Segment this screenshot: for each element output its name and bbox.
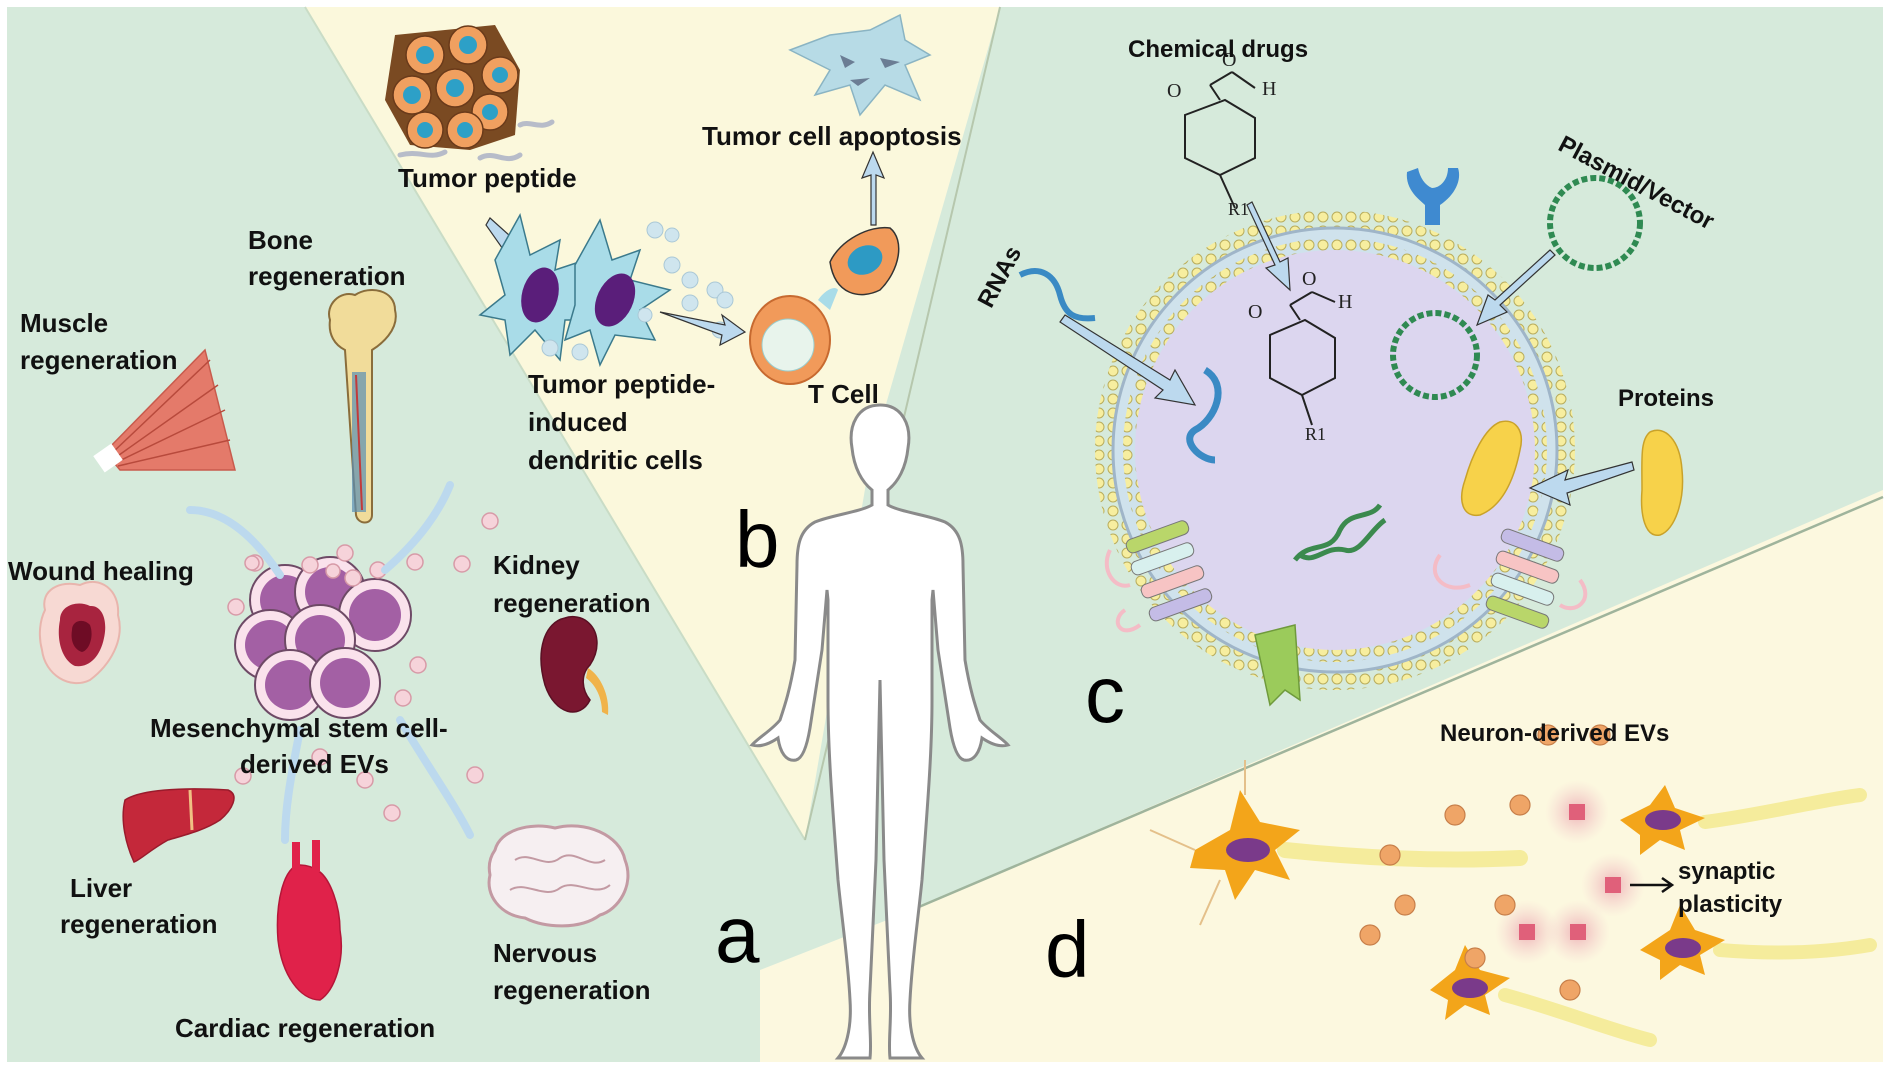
dc-vesicles (541, 221, 734, 361)
human-silhouette (749, 403, 1011, 1060)
chem-o-left: O (1167, 80, 1181, 102)
region-d-background (900, 490, 1883, 1062)
msc-arrows (186, 481, 474, 844)
arrow-rna-into-ev (1059, 314, 1197, 406)
label-neuron-derived-evs: Neuron-derived EVs (1440, 720, 1670, 747)
liver-icon (122, 788, 235, 863)
panel-letter-d: d (1045, 905, 1090, 994)
arrow-to-apoptosis (860, 150, 886, 226)
chem-inside-h: H (1338, 291, 1352, 313)
arrow-to-brain (396, 716, 474, 839)
arrow-to-muscle (186, 506, 284, 579)
synapse-markers (1519, 804, 1621, 940)
label-tumor-peptide: Tumor peptide (398, 163, 577, 193)
muscle-icon (93, 348, 236, 473)
tumor-tissue-icon (385, 25, 555, 162)
region-b-left-edge (304, 6, 806, 841)
receptor-green-icon (1254, 624, 1301, 707)
arrow-to-bone (381, 481, 454, 574)
plasmid-inside-icon (1390, 310, 1480, 400)
label-dc-line1: Tumor peptide- (528, 369, 716, 399)
plasmid-outside-icon (1547, 175, 1643, 271)
label-kidney-line1: Kidney (493, 550, 580, 580)
t-cell-icon (749, 295, 831, 385)
label-t-cell: T Cell (808, 379, 879, 409)
label-nervous-line1: Nervous (493, 938, 598, 968)
msc-ev-particles (227, 512, 499, 822)
chem-r1: R1 (1228, 199, 1249, 219)
protein-outside-icon (1640, 429, 1684, 536)
chem-inside-o-top: O (1302, 268, 1316, 290)
heart-icon (276, 840, 342, 1001)
region-b-background (305, 7, 1000, 840)
membrane-protein-right-icon (1432, 528, 1588, 629)
extracellular-vesicle-icon (1095, 210, 1575, 690)
chem-h: H (1262, 78, 1276, 100)
neuron-top-right-icon (1620, 785, 1867, 855)
rna-inside-icon (1186, 367, 1222, 464)
arrow-protein-into-ev (1528, 461, 1635, 507)
arrow-dc-to-tcell (659, 311, 747, 347)
bone-icon (328, 289, 397, 524)
neuron-left-icon (1149, 760, 1528, 926)
arrow-to-heart (281, 726, 304, 844)
label-bone-line2: regeneration (248, 261, 406, 291)
protein-inside-icon (1461, 420, 1522, 516)
chem-inside-o-left: O (1248, 301, 1262, 323)
label-liver-line2: regeneration (60, 909, 218, 939)
receptor-blue-icon (1406, 168, 1460, 225)
region-d-edge (899, 495, 1884, 917)
label-dc-line2: induced (528, 407, 628, 437)
chemical-structure-outside (1184, 71, 1256, 209)
dna-helix-icon (1293, 503, 1387, 562)
apoptotic-cell-icon (788, 13, 932, 117)
wound-icon (38, 580, 121, 685)
label-muscle-line1: Muscle (20, 308, 109, 338)
label-chemical-drugs: Chemical drugs (1128, 36, 1309, 63)
msc-cluster-icon (234, 556, 412, 721)
label-dc-line3: dendritic cells (528, 445, 703, 475)
kidney-icon (540, 615, 609, 715)
synaptic-arrow (1630, 876, 1675, 894)
panel-letter-c: c (1085, 650, 1125, 739)
label-cardiac: Cardiac regeneration (175, 1013, 436, 1043)
chem-o-top: O (1222, 49, 1236, 71)
arrow-drug-into-ev (1246, 201, 1291, 292)
rna-outside-icon (1018, 268, 1096, 322)
label-tumor-cell-apoptosis: Tumor cell apoptosis (702, 121, 962, 151)
neuron-bottom-right-icon (1640, 905, 1877, 980)
label-proteins: Proteins (1618, 385, 1715, 412)
dendritic-cells-icon (478, 212, 672, 368)
label-wound-healing: Wound healing (8, 556, 194, 586)
label-nervous-line2: regeneration (493, 975, 651, 1005)
label-msc-evs-line1: Mesenchymal stem cell- (150, 713, 448, 743)
label-bone-line1: Bone (248, 225, 313, 255)
neuron-ev-particles (1359, 724, 1611, 1001)
label-liver-line1: Liver (70, 873, 133, 903)
label-synaptic-line2: plasticity (1678, 891, 1783, 918)
label-kidney-line2: regeneration (493, 588, 651, 618)
tumor-cell-icon (818, 226, 900, 310)
label-synaptic-line1: synaptic (1678, 858, 1776, 885)
chem-inside-r1: R1 (1305, 424, 1326, 444)
panel-letter-b: b (735, 495, 780, 584)
arrow-plasmid-into-ev (1475, 249, 1556, 327)
label-msc-evs-line2: derived EVs (240, 749, 389, 779)
neuron-bottom-icon (1430, 945, 1657, 1047)
panel-letter-a: a (715, 890, 760, 979)
label-muscle-line2: regeneration (20, 345, 178, 375)
brain-icon (487, 824, 630, 928)
membrane-protein-left-icon (1104, 520, 1213, 633)
chemical-structure-inside (1269, 291, 1336, 426)
